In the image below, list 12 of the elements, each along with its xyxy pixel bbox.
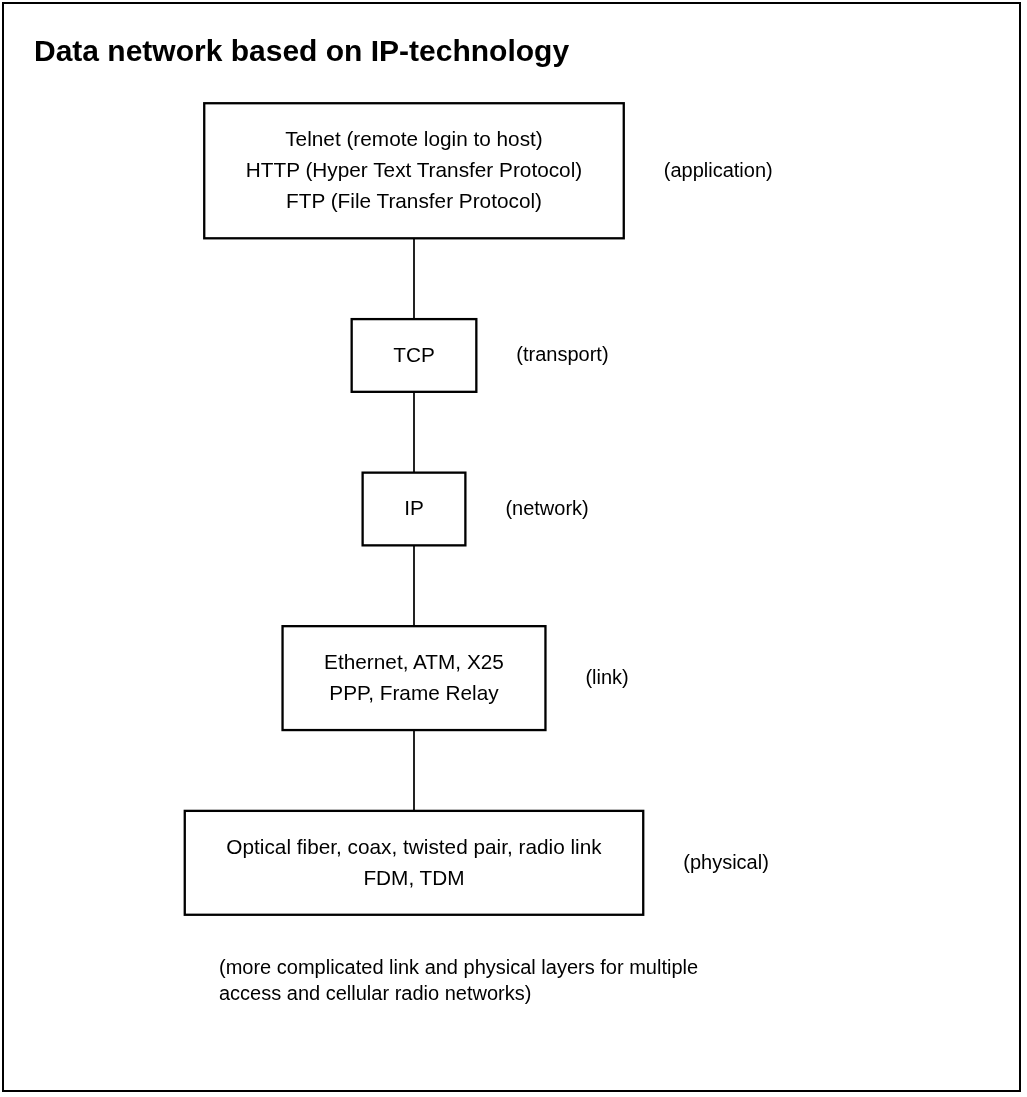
node-box: Optical fiber, coax, twisted pair, radio link FDM, TDM (183, 809, 645, 916)
layer-label: (physical) (683, 850, 769, 874)
node-box: TCP (350, 317, 478, 393)
layer-label: (application) (663, 158, 773, 182)
layer-label: (link) (585, 666, 629, 690)
layer-label: (transport) (516, 343, 609, 367)
diagram-title: Data network based on IP-technology (34, 34, 570, 68)
node-box: IP (361, 471, 467, 547)
node-box: Ethernet, ATM, X25 PPP, Frame Relay (281, 625, 547, 732)
caption: (more complicated link and physical layers for multiple access and cellular radio networks) (219, 955, 699, 1006)
node-box: Telnet (remote login to host) HTTP (Hyper Text Transfer Protocol) FTP (File Transfer Protocol) (203, 102, 625, 240)
layer-label: (network) (505, 497, 589, 520)
